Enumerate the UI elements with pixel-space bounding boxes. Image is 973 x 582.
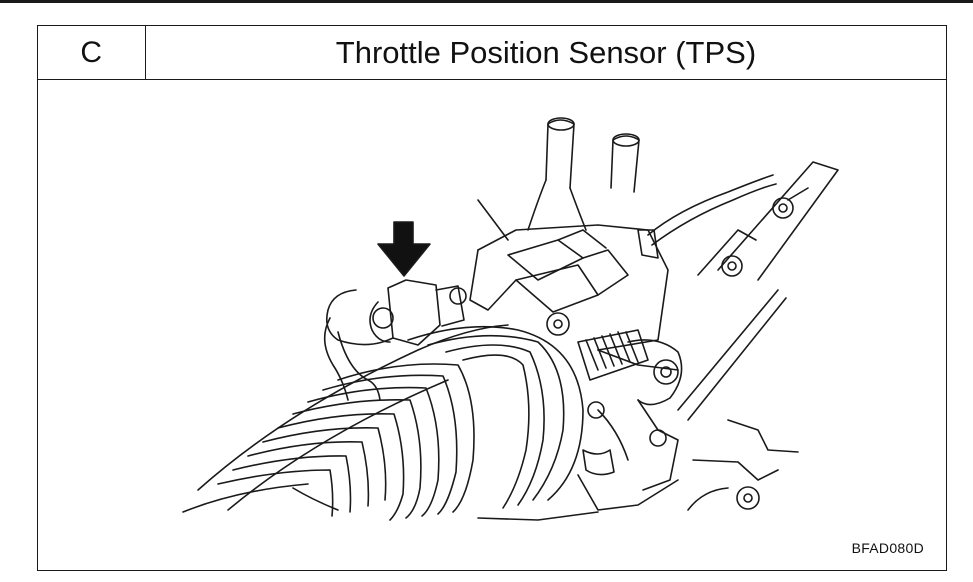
wire-harness <box>637 174 777 259</box>
figure-frame: C Throttle Position Sensor (TPS) <box>37 25 947 571</box>
mounting-bracket <box>677 161 839 421</box>
figure-code: BFAD080D <box>851 540 924 556</box>
tps-callout-arrow <box>377 221 431 277</box>
throttle-spring-linkage <box>577 329 683 491</box>
figure-header: C Throttle Position Sensor (TPS) <box>38 26 946 80</box>
lower-components <box>477 419 799 521</box>
intake-duct <box>182 324 584 521</box>
throttle-body-housing <box>469 224 679 371</box>
section-letter: C <box>38 26 146 79</box>
tps-connector <box>323 279 467 401</box>
throttle-body-illustration <box>182 117 839 521</box>
figure-title: Throttle Position Sensor (TPS) <box>335 34 757 70</box>
vacuum-tubes <box>477 117 640 241</box>
top-rule <box>0 0 973 3</box>
